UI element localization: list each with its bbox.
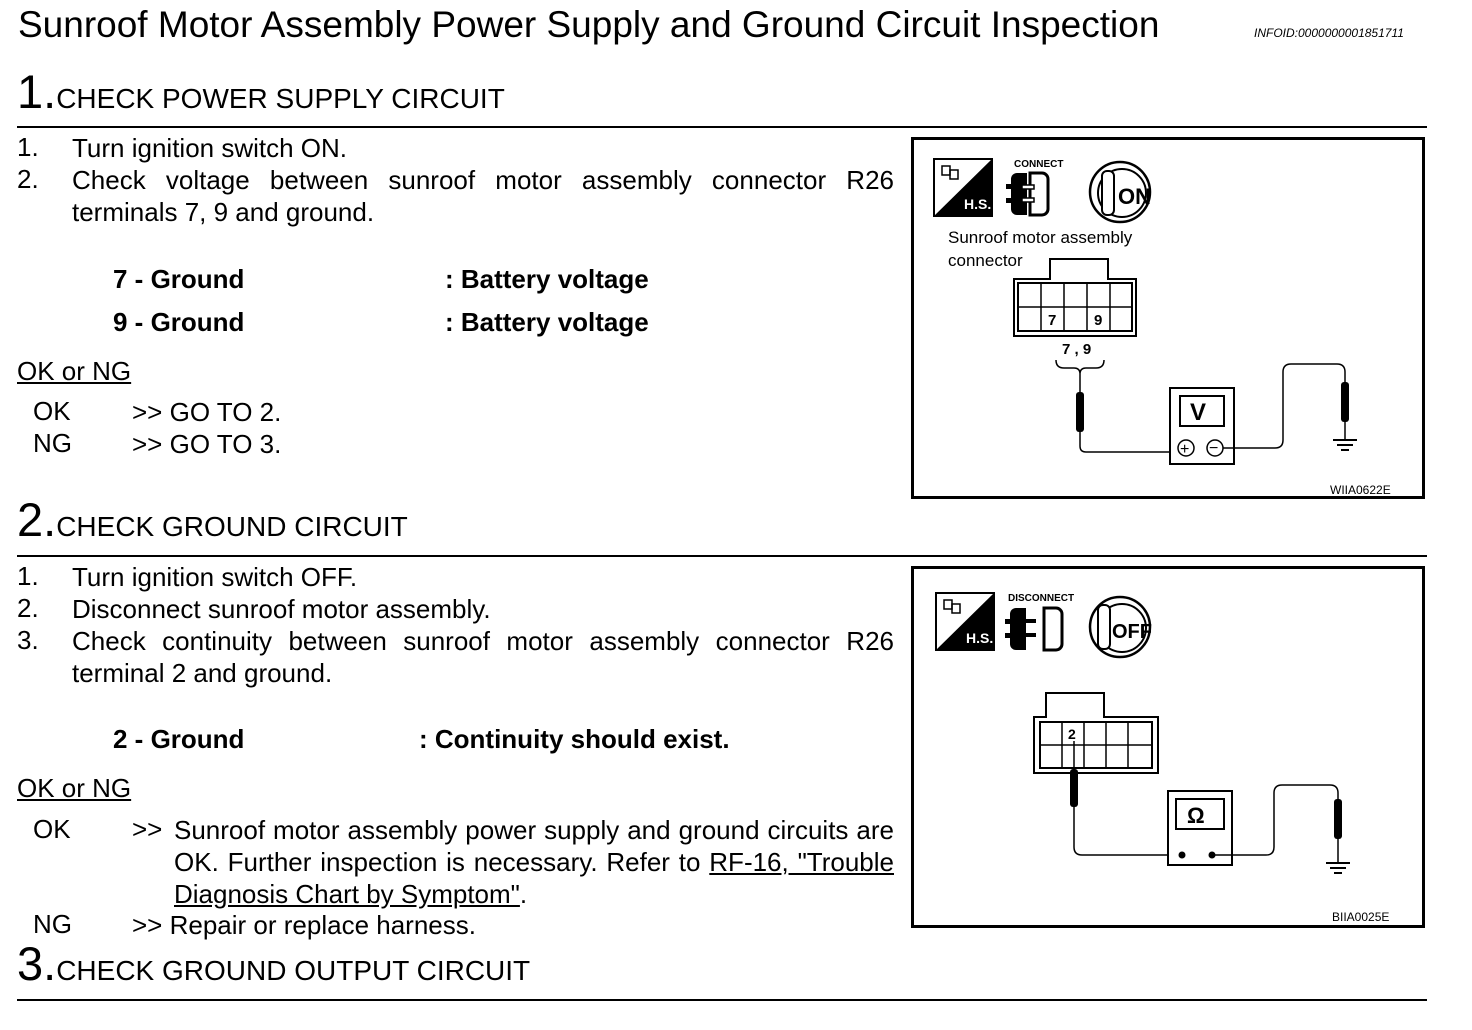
result-ok-text: >> GO TO 2.	[132, 396, 281, 428]
result-ng-text: >> GO TO 3.	[132, 428, 281, 460]
probe-ground	[1223, 363, 1357, 451]
result-label-ok: OK	[33, 396, 71, 426]
result-arrow: >>	[132, 814, 163, 844]
step-1-heading: 1.CHECK POWER SUPPLY CIRCUIT	[17, 64, 505, 119]
continuity-check-figure: H.S. DISCONNECT OFF 2	[911, 566, 1425, 928]
spec-label: 9 - Ground	[113, 307, 245, 337]
page-title: Sunroof Motor Assembly Power Supply and …	[18, 4, 1160, 45]
spec-value: : Continuity should exist.	[419, 724, 730, 754]
disconnect-icon: DISCONNECT	[1005, 593, 1074, 652]
step-title: CHECK POWER SUPPLY CIRCUIT	[56, 83, 505, 114]
step-3-heading: 3.CHECK GROUND OUTPUT CIRCUIT	[17, 936, 530, 991]
figure-code: WIIA0622E	[1330, 483, 1391, 496]
result-action: Repair or replace harness.	[169, 910, 476, 940]
list-item-text: Check voltage between sunroof motor asse…	[72, 165, 894, 227]
connect-label: CONNECT	[1014, 159, 1063, 170]
result-ng-text: >> Repair or replace harness.	[132, 909, 476, 941]
step-number: 2.	[17, 493, 57, 546]
section-divider	[17, 126, 1427, 128]
spec-label: 2 - Ground	[113, 724, 245, 754]
step-title: CHECK GROUND OUTPUT CIRCUIT	[56, 955, 531, 986]
connector-caption: connector	[948, 251, 1023, 270]
voltage-check-figure: H.S. CONNECT ON Sunroof motor assembly c…	[911, 137, 1425, 499]
disconnect-label: DISCONNECT	[1008, 593, 1074, 604]
result-ok-text: Sunroof motor assembly power supply and …	[174, 814, 894, 910]
result-arrow: >>	[132, 429, 163, 459]
connect-icon: CONNECT	[1006, 159, 1063, 217]
list-item-text: Turn ignition switch OFF.	[72, 562, 358, 592]
probe-ground	[1212, 784, 1350, 874]
reference-link[interactable]: RF-16, "Trouble Diagnosis Chart by Sympt…	[174, 847, 894, 909]
pin-label: 9	[1094, 312, 1102, 329]
minus-terminal: −	[1209, 440, 1218, 457]
continuity-check-diagram: H.S. DISCONNECT OFF 2	[935, 592, 1389, 924]
spec-value: : Battery voltage	[445, 307, 649, 337]
hs-icon: H.S.	[933, 158, 993, 217]
result-tail: .	[519, 879, 528, 909]
result-action[interactable]: GO TO 2.	[169, 397, 282, 427]
step-number: 1.	[17, 65, 57, 118]
result-description: Sunroof motor assembly power supply and …	[174, 815, 894, 877]
probe-positive	[1076, 374, 1172, 453]
connector-caption: Sunroof motor assembly	[948, 228, 1133, 247]
spec-label: 7 - Ground	[113, 264, 245, 294]
list-item-text: Disconnect sunroof motor assembly.	[72, 594, 491, 624]
list-item-number: 3.	[17, 625, 39, 655]
voltmeter-icon: V + −	[1169, 387, 1235, 465]
spec-value: : Battery voltage	[445, 264, 649, 294]
pin-label: 2	[1068, 726, 1076, 742]
list-item-text: Turn ignition switch ON.	[72, 133, 348, 163]
hs-label: H.S.	[964, 196, 991, 212]
result-arrow: >>	[132, 397, 163, 427]
ignition-key-on-icon: ON	[1088, 160, 1152, 224]
pin-label: 7	[1048, 312, 1056, 329]
result-action[interactable]: GO TO 3.	[169, 429, 282, 459]
list-item-number: 1.	[17, 561, 39, 591]
figure-code: BIIA0025E	[1332, 910, 1389, 924]
result-label-ng: NG	[33, 909, 72, 939]
connector-r26: 2	[1033, 692, 1159, 774]
section-divider	[17, 999, 1427, 1001]
connector-r26: 7 9	[1013, 258, 1137, 337]
info-id: INFOID:0000000001851711	[1254, 26, 1404, 40]
hs-icon: H.S.	[935, 592, 995, 651]
key-position-label: OFF	[1112, 621, 1152, 643]
step-2-heading: 2.CHECK GROUND CIRCUIT	[17, 492, 408, 547]
result-arrow: >>	[132, 910, 163, 940]
list-item-text: Check continuity between sunroof motor a…	[72, 626, 894, 688]
ok-or-ng-heading: OK or NG	[17, 356, 132, 386]
result-label-ok: OK	[33, 814, 71, 844]
plus-terminal: +	[1180, 441, 1189, 458]
key-position-label: ON	[1118, 184, 1151, 209]
ohmmeter-icon: Ω	[1167, 790, 1233, 866]
meter-label: V	[1190, 399, 1206, 426]
hs-label: H.S.	[966, 630, 993, 646]
result-label-ng: NG	[33, 428, 72, 458]
list-item-number: 1.	[17, 132, 39, 162]
ignition-key-off-icon: OFF	[1088, 595, 1152, 659]
ok-or-ng-heading: OK or NG	[17, 773, 132, 803]
list-item-number: 2.	[17, 593, 39, 623]
section-divider	[17, 555, 1427, 557]
meter-label: Ω	[1187, 803, 1205, 828]
voltage-check-diagram: H.S. CONNECT ON Sunroof motor assembly c…	[933, 158, 1391, 496]
step-title: CHECK GROUND CIRCUIT	[56, 511, 408, 542]
step-number: 3.	[17, 937, 57, 990]
list-item-number: 2.	[17, 164, 39, 194]
pins-label: 7 , 9	[1062, 341, 1091, 358]
probe-positive	[1070, 741, 1182, 856]
